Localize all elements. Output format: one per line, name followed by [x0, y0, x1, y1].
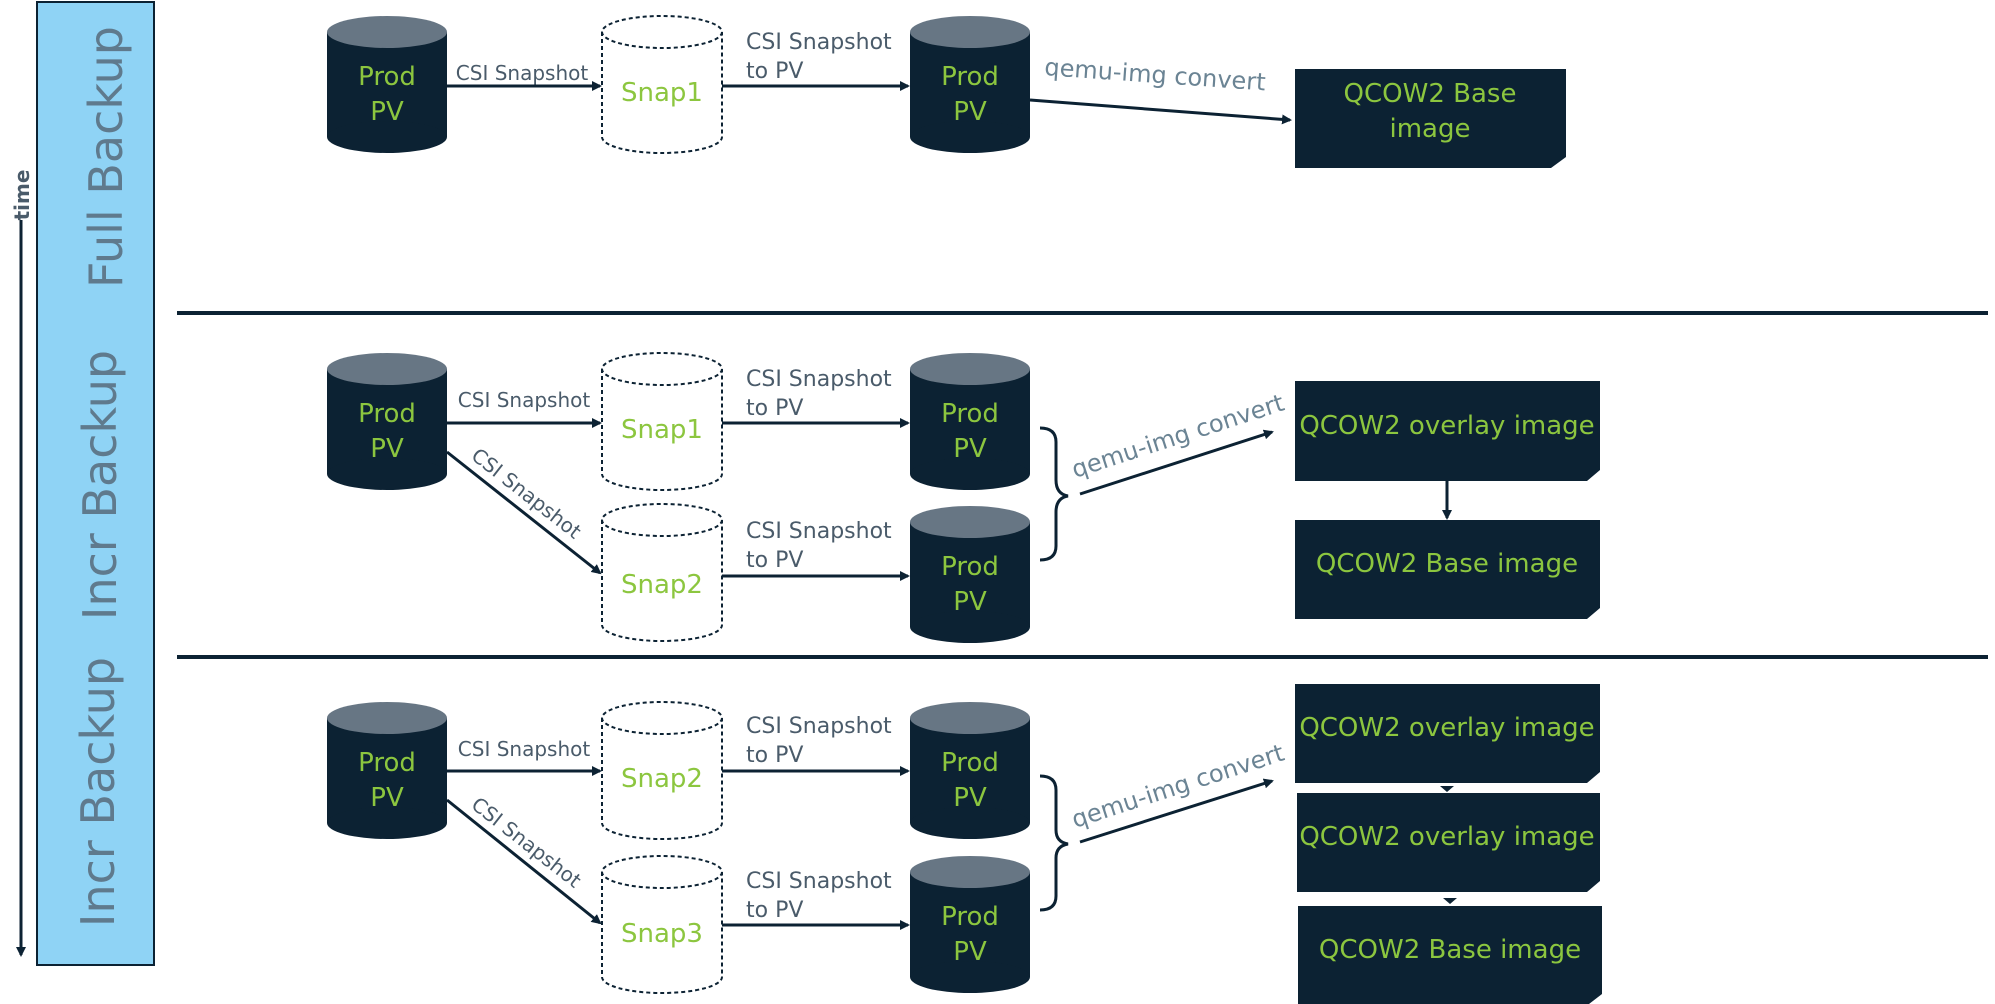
- csi-snapshot-label-a: CSI Snapshot: [458, 737, 591, 761]
- qcow2-base-label: QCOW2 Base image: [1319, 935, 1581, 965]
- restored-pv-label-a-1: Prod: [941, 399, 999, 429]
- snapshot-to-pv-label-b-1: CSI Snapshot: [746, 869, 892, 894]
- qcow2-base-image-box: QCOW2 Base image: [1295, 520, 1600, 619]
- csi-snapshot-label: CSI Snapshot: [456, 61, 589, 85]
- arrow-qemu-convert: [1079, 429, 1274, 496]
- qcow2-overlay-image-box-2: QCOW2 overlay image: [1297, 793, 1600, 892]
- csi-snapshot-label-b: CSI Snapshot: [467, 792, 586, 893]
- arrow-qemu-convert: [1079, 778, 1274, 844]
- prod-pv-cylinder: Prod PV: [327, 353, 447, 490]
- qcow2-overlay-label-1: QCOW2 overlay image: [1299, 713, 1594, 743]
- snapshot-label-b: Snap3: [621, 919, 703, 949]
- snapshot-to-pv-label-b-1: CSI Snapshot: [746, 519, 892, 544]
- snapshot-cylinder: Snap1: [601, 15, 723, 154]
- prod-pv-label-1: Prod: [358, 62, 416, 92]
- full-backup-section: Prod PV CSI Snapshot Snap1 CSI Snapshot …: [327, 15, 1566, 168]
- prod-pv-label-2: PV: [370, 434, 404, 464]
- restored-pv-cylinder-a: Prod PV: [910, 702, 1030, 839]
- snapshot-cylinder-a: Snap1: [601, 352, 723, 491]
- snapshot-to-pv-label-a-1: CSI Snapshot: [746, 714, 892, 739]
- prod-pv-label-1: Prod: [358, 399, 416, 429]
- snapshot-to-pv-label-b-2: to PV: [746, 898, 803, 923]
- qcow2-base-label-2: image: [1390, 114, 1471, 144]
- snapshot-to-pv-label-a-1: CSI Snapshot: [746, 367, 892, 392]
- prod-pv-cylinder: Prod PV: [327, 16, 447, 153]
- restored-pv-bracket: [1039, 426, 1069, 562]
- qcow2-overlay-label: QCOW2 overlay image: [1299, 411, 1594, 441]
- restored-pv-label-b-2: PV: [953, 937, 987, 967]
- restored-pv-label-a-1: Prod: [941, 748, 999, 778]
- snapshot-cylinder-a: Snap2: [601, 701, 723, 840]
- snapshot-to-pv-label-2: to PV: [746, 59, 803, 84]
- restored-pv-label-b-1: Prod: [941, 902, 999, 932]
- snapshot-cylinder-b: Snap2: [601, 503, 723, 642]
- prod-pv-label-2: PV: [370, 97, 404, 127]
- snapshot-to-pv-label-a-2: to PV: [746, 743, 803, 768]
- snapshot-label: Snap1: [621, 78, 703, 108]
- phase-label-incr-backup-1: Incr Backup: [73, 350, 127, 620]
- qcow2-overlay-image-box: QCOW2 overlay image: [1295, 381, 1600, 481]
- restored-pv-cylinder-b: Prod PV: [910, 856, 1030, 993]
- restored-pv-cylinder-b: Prod PV: [910, 506, 1030, 643]
- qcow2-overlay-label-2: QCOW2 overlay image: [1299, 822, 1594, 852]
- incr-backup-section-1: Prod PV CSI Snapshot CSI Snapshot Snap1 …: [327, 352, 1600, 643]
- restored-pv-cylinder: Prod PV: [910, 16, 1030, 153]
- arrow-overlay-link: [1440, 786, 1454, 792]
- restored-pv-label-b-1: Prod: [941, 552, 999, 582]
- snapshot-to-pv-label-a-2: to PV: [746, 396, 803, 421]
- qcow2-base-label: QCOW2 Base image: [1316, 549, 1578, 579]
- restored-pv-label-1: Prod: [941, 62, 999, 92]
- csi-snapshot-label-b: CSI Snapshot: [467, 443, 586, 544]
- restored-pv-label-a-2: PV: [953, 434, 987, 464]
- restored-pv-cylinder-a: Prod PV: [910, 353, 1030, 490]
- restored-pv-label-a-2: PV: [953, 783, 987, 813]
- snapshot-cylinder-b: Snap3: [601, 855, 723, 994]
- arrow-qemu-convert: [1029, 98, 1292, 125]
- phase-label-incr-backup-2: Incr Backup: [71, 657, 125, 927]
- snapshot-to-pv-label-b-2: to PV: [746, 548, 803, 573]
- phase-label-full-backup: Full Backup: [79, 26, 133, 288]
- snapshot-label-b: Snap2: [621, 570, 703, 600]
- phase-sidebar: [36, 1, 155, 966]
- qcow2-base-image-box: QCOW2 Base image: [1298, 906, 1602, 1004]
- snapshot-label-a: Snap2: [621, 764, 703, 794]
- qcow2-overlay-image-box-1: QCOW2 overlay image: [1295, 684, 1600, 783]
- prod-pv-label-1: Prod: [358, 748, 416, 778]
- csi-snapshot-label-a: CSI Snapshot: [458, 388, 591, 412]
- arrow-csi-snapshot-b: [446, 798, 602, 925]
- time-axis-label: time: [10, 170, 34, 221]
- restored-pv-label-2: PV: [953, 97, 987, 127]
- restored-pv-bracket: [1039, 774, 1069, 912]
- prod-pv-cylinder: Prod PV: [327, 702, 447, 839]
- qemu-convert-label: qemu-img convert: [1044, 53, 1267, 96]
- arrow-csi-snapshot-b: [446, 450, 602, 575]
- qcow2-base-label-1: QCOW2 Base: [1344, 79, 1517, 109]
- incr-backup-section-2: Prod PV CSI Snapshot CSI Snapshot Snap2 …: [327, 684, 1602, 1004]
- qcow2-base-image-box: QCOW2 Base image: [1295, 69, 1566, 168]
- snapshot-label-a: Snap1: [621, 415, 703, 445]
- arrow-overlay-to-base: [1443, 898, 1457, 904]
- prod-pv-label-2: PV: [370, 783, 404, 813]
- snapshot-to-pv-label-1: CSI Snapshot: [746, 30, 892, 55]
- restored-pv-label-b-2: PV: [953, 587, 987, 617]
